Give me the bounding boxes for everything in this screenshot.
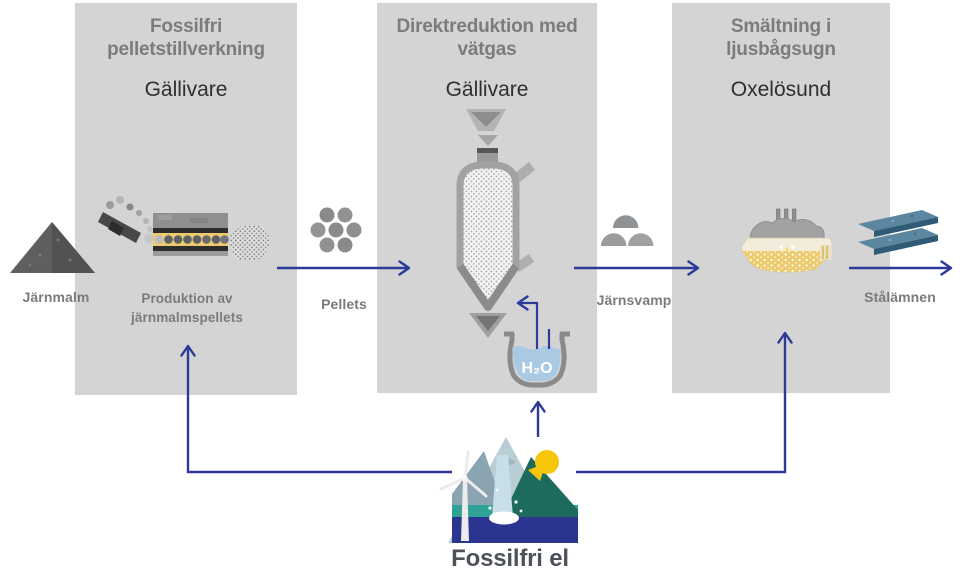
iron-ore-pile-icon [10,222,95,273]
arrow-electricity-to-pellets [180,344,452,474]
pellets-label: Pellets [321,296,367,312]
steel-slabs-icon [858,210,938,255]
electrolysis-beaker-icon: H₂O [504,295,570,388]
arrow-hydrogen-to-furnace [516,295,539,349]
panel-location: Oxelösund [730,78,832,101]
renewable-energy-icon [439,437,578,543]
wind-turbine-icon [439,450,487,541]
panel-arc-furnace: Smältning i ljusbågsugn Oxelösund [672,3,890,393]
arrow-electricity-to-eaf [576,331,793,474]
fossil-free-electricity-label: Fossilfri el [451,545,569,572]
waterfall-foam [489,511,519,525]
pellet-production-label: Produktion av järnmalmspellets [131,291,243,325]
panel-title: Fossilfri pelletstillverkning [107,16,265,60]
steel-slabs-label: Stålämnen [864,289,936,305]
waterfall [492,455,513,517]
panel-pellet-production: Fossilfri pelletstillverkning Gällivare [75,3,297,395]
shaft-furnace-icon [456,109,535,338]
sponge-iron-icon [601,215,654,246]
pellet-cluster-icon [310,207,362,253]
electric-arc-furnace-icon [740,208,833,273]
panel-title: Smältning i ljusbågsugn [726,16,836,60]
panel-location: Gällivare [144,78,228,101]
pellet-cloud [229,225,270,261]
electricity-flow-arrows [180,331,793,474]
sun-icon [535,450,559,474]
water-label: H₂O [521,360,552,377]
sponge-iron-label: Järnsvamp [596,292,672,308]
pellet-kiln-icon [98,196,270,261]
panel-title: Direktreduktion med vätgas [396,16,578,60]
panel-location: Gällivare [445,78,529,101]
iron-ore-label: Järnmalm [22,289,90,305]
